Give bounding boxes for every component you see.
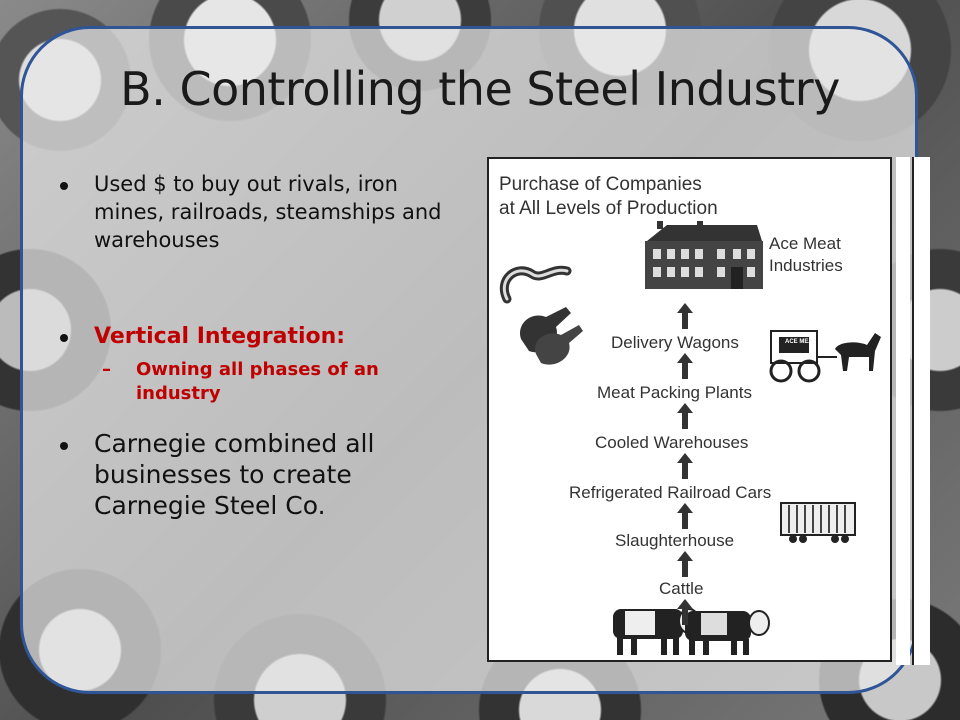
- factory-icon: [645, 221, 763, 289]
- diagram-heading: Purchase of Companies at All Levels of P…: [499, 173, 718, 221]
- up-arrow-icon: [677, 503, 693, 529]
- up-arrow-icon: [677, 303, 693, 329]
- stage-label: Delivery Wagons: [611, 333, 739, 352]
- bullet-carnegie-text: Carnegie combined all businesses to crea…: [94, 429, 375, 520]
- bullet-dot: [60, 182, 68, 190]
- bullet-carnegie: Carnegie combined all businesses to crea…: [58, 428, 458, 521]
- bullet-vertical-integration: Vertical Integration:: [58, 322, 458, 352]
- bullet-dot: [60, 334, 68, 342]
- meat-cuts-icon: [520, 307, 583, 365]
- diagram-edge-frame: [912, 157, 930, 665]
- stage-label: Meat Packing Plants: [597, 383, 752, 402]
- up-arrow-icon: [677, 551, 693, 577]
- sub-bullet-dash: –: [102, 359, 111, 380]
- diagram-heading-line2: at All Levels of Production: [499, 198, 718, 219]
- up-arrow-icon: [677, 353, 693, 379]
- stage-label: Slaughterhouse: [615, 531, 735, 550]
- bullet-list: Used $ to buy out rivals, iron mines, ra…: [58, 170, 458, 521]
- bullet-vertical-integration-text: Vertical Integration:: [94, 324, 346, 349]
- factory-label-line1: Ace Meat: [769, 234, 841, 253]
- cattle-icon: [613, 608, 770, 655]
- bullet-buyout: Used $ to buy out rivals, iron mines, ra…: [58, 170, 458, 254]
- up-arrow-icon: [677, 403, 693, 429]
- railroad-car-icon: [780, 502, 856, 543]
- up-arrow-icon: [677, 453, 693, 479]
- factory-label-line2: Industries: [769, 256, 843, 275]
- up-arrow-icon: [677, 599, 693, 625]
- stage-label: Cattle: [659, 579, 704, 598]
- wagon-sign: ACE MEAT: [785, 339, 816, 345]
- sub-bullet-definition: – Owning all phases of an industry: [58, 358, 458, 406]
- sub-bullet-text: Owning all phases of an industry: [136, 359, 379, 404]
- vertical-integration-diagram: Purchase of Companies at All Levels of P…: [487, 157, 892, 662]
- stage-label: Cooled Warehouses: [595, 433, 749, 452]
- diagram-edge: [896, 157, 910, 665]
- bullet-dot: [60, 442, 68, 450]
- diagram-heading-line1: Purchase of Companies: [499, 174, 702, 195]
- delivery-wagon-icon: [769, 330, 881, 383]
- stage-label: Refrigerated Railroad Cars: [569, 483, 772, 502]
- factory-label: Ace Meat Industries: [769, 233, 843, 277]
- slide-title: B. Controlling the Steel Industry: [120, 62, 840, 116]
- bullet-buyout-text: Used $ to buy out rivals, iron mines, ra…: [94, 172, 442, 252]
- sausage-icon: [499, 265, 572, 304]
